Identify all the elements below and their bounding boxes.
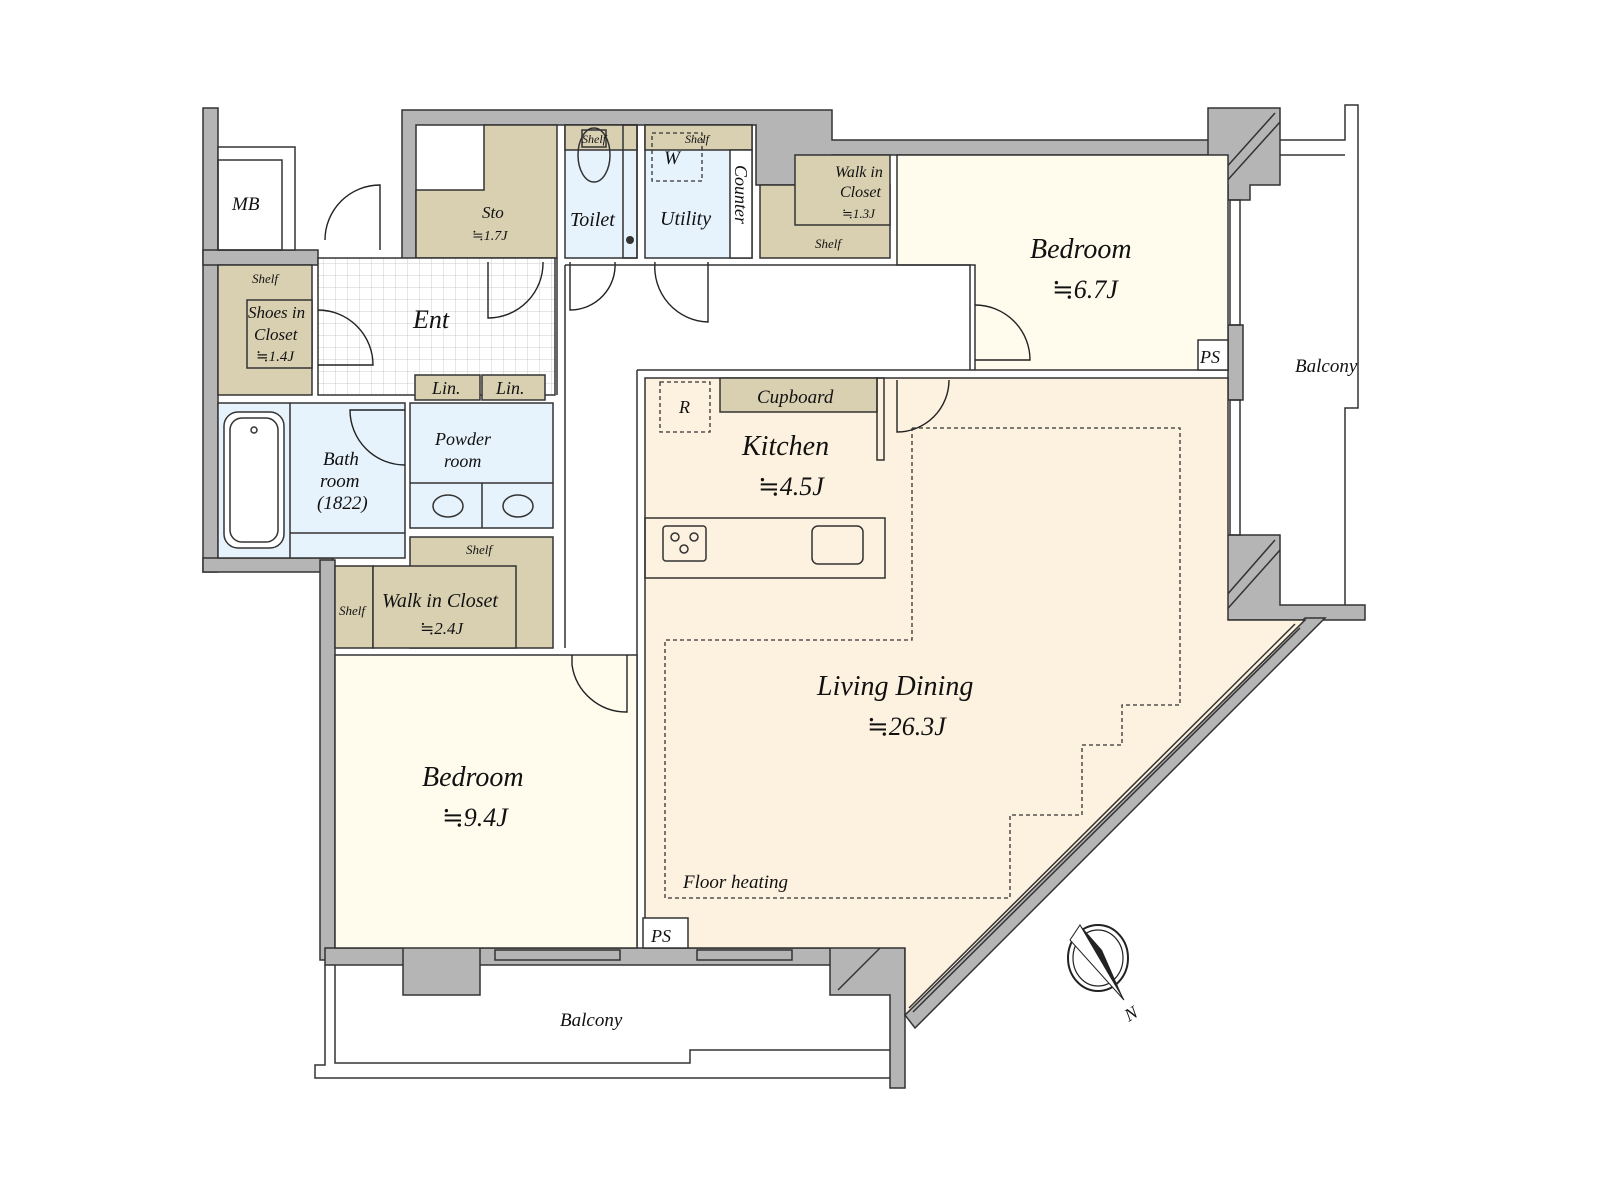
utility-shelf-label: Shelf [685, 132, 711, 146]
north-arrow-compass-icon: N [1067, 924, 1142, 1026]
window [912, 627, 1301, 1013]
living-dining-label: Living Dining [816, 671, 973, 702]
door-icon [349, 409, 406, 466]
room-entrance: Ent [317, 184, 709, 396]
wic-small-label-1: Walk in [835, 164, 883, 181]
bedroom-1-label: Bedroom [1030, 234, 1132, 265]
ps-label: PS [1199, 347, 1220, 367]
door-icon [654, 261, 709, 323]
window [1229, 199, 1241, 326]
storage-label: Sto [482, 203, 504, 222]
room-living-dining: Cupboard R Kitchen ≒4.5J Living Dining ≒… [642, 377, 1307, 1017]
kitchen-counter [644, 517, 886, 579]
door-icon [317, 309, 374, 366]
fridge-label: R [678, 397, 690, 417]
bath-label-1: Bath [323, 449, 359, 470]
toilet-paper-icon [626, 236, 634, 244]
window [494, 949, 621, 961]
room-storage: Sto ≒1.7J [415, 124, 558, 259]
wic-small-shelf-label: Shelf [815, 236, 843, 251]
cupboard-label: Cupboard [757, 387, 834, 408]
room-bathroom: Bath room (1822) [217, 402, 406, 559]
room-toilet: Shelf Toilet [564, 124, 638, 259]
door-icon [487, 261, 544, 319]
counter-label: Counter [731, 165, 751, 225]
utility-label: Utility [660, 208, 711, 230]
mb-label: MB [231, 194, 260, 215]
room-bedroom-2: Bedroom ≒9.4J [334, 654, 638, 961]
door-icon [896, 379, 950, 433]
shoes-label-1: Shoes in [248, 303, 305, 322]
entry-door-icon [324, 184, 381, 250]
balcony-east: Balcony [1280, 104, 1359, 605]
kitchen-area: ≒4.5J [758, 472, 825, 501]
floor-heating-label: Floor heating [682, 872, 788, 893]
door-icon [974, 304, 1031, 361]
shoes-label-2: Closet [254, 325, 299, 344]
room-wic-small: Walk in Closet ≒1.3J Shelf [759, 154, 938, 259]
linen-left-label: Lin. [431, 378, 461, 398]
wic-large-shelf-left: Shelf [339, 603, 367, 618]
linen-right-label: Lin. [495, 378, 525, 398]
wic-large-label: Walk in Closet [382, 590, 498, 612]
bedroom-2-area: ≒9.4J [442, 803, 509, 832]
bathtub-icon [223, 411, 285, 549]
storage-area: ≒1.7J [472, 229, 508, 244]
room-utility: Shelf W Utility Counter [644, 124, 753, 259]
toilet-bowl-icon [577, 127, 611, 183]
washer-space [651, 132, 703, 182]
living-dining-area: ≒26.3J [867, 712, 947, 741]
wic-large-shelf-top: Shelf [466, 542, 494, 557]
balcony-east-label: Balcony [1295, 356, 1358, 377]
window [696, 949, 793, 961]
entrance-label: Ent [412, 305, 450, 334]
floor-heating-area [664, 427, 1181, 899]
balcony-south: Balcony [314, 965, 890, 1079]
room-powder: Lin. Lin. Powder room [409, 374, 554, 529]
fridge-space [659, 381, 711, 433]
toilet-label: Toilet [570, 209, 615, 231]
ps-south-label: PS [650, 926, 671, 946]
corridor-walls [556, 258, 975, 948]
room-bedroom-1: PS Bedroom ≒6.7J [896, 154, 1241, 536]
kitchen-label: Kitchen [741, 431, 829, 462]
room-shoes-closet: Shelf Shoes in Closet ≒1.4J [217, 264, 313, 396]
wic-large-area: ≒2.4J [420, 619, 464, 638]
door-icon [571, 655, 628, 713]
stove-icon [662, 525, 707, 562]
sink-icon [432, 494, 464, 518]
shoes-area: ≒1.4J [256, 349, 295, 365]
toilet-shelf-label: Shelf [582, 132, 608, 146]
compass-north-label: N [1120, 1002, 1142, 1026]
wic-small-label-2: Closet [840, 184, 881, 201]
powder-label-2: room [444, 451, 481, 471]
bedroom-1-area: ≒6.7J [1052, 275, 1119, 304]
window [1229, 399, 1241, 536]
room-mb: MB [217, 146, 296, 251]
bath-label-2: room [320, 471, 359, 492]
powder-label-1: Powder [434, 429, 492, 449]
sink-icon [502, 494, 534, 518]
bath-label-3: (1822) [317, 493, 368, 514]
wic-small-area: ≒1.3J [842, 206, 876, 221]
shoes-shelf-label: Shelf [252, 271, 280, 286]
balcony-south-label: Balcony [560, 1010, 623, 1031]
door-icon [569, 261, 616, 311]
washer-label: W [664, 148, 682, 169]
bedroom-2-label: Bedroom [422, 762, 524, 793]
room-wic-large: Shelf Shelf Walk in Closet ≒2.4J [334, 536, 554, 649]
kitchen-sink-icon [811, 525, 864, 565]
